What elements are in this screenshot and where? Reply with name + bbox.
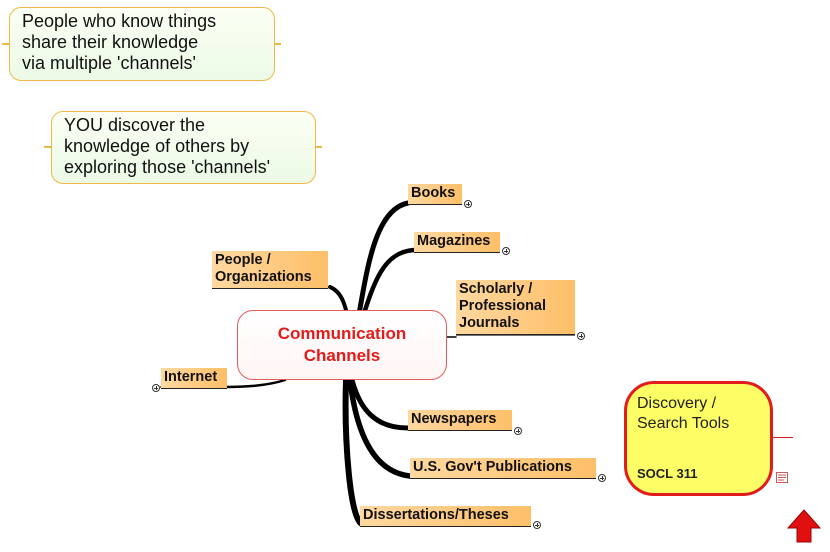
plus-circle-icon[interactable]	[533, 521, 541, 529]
discovery-title: Discovery / Search Tools	[637, 395, 730, 432]
callout-tick	[2, 43, 9, 45]
plus-circle-icon[interactable]	[577, 332, 585, 340]
plus-circle-icon[interactable]	[502, 247, 510, 255]
discovery-search-tools-node[interactable]: Discovery / Search Tools SOCL 311	[624, 381, 773, 496]
plus-circle-icon[interactable]	[152, 384, 160, 392]
node-scholarly-journals[interactable]: Scholarly / Professional Journals	[456, 280, 575, 335]
node-gov-publications[interactable]: U.S. Gov't Publications	[410, 458, 596, 479]
callout-tick	[315, 146, 322, 148]
connector-govpubs	[347, 377, 413, 479]
callout-tick	[44, 146, 51, 148]
node-magazines[interactable]: Magazines	[414, 232, 500, 253]
plus-circle-icon[interactable]	[514, 427, 522, 435]
course-label: SOCL 311	[637, 466, 698, 481]
up-arrow-icon[interactable]	[786, 508, 822, 544]
node-people-organizations[interactable]: People / Organizations	[212, 251, 328, 289]
node-dissertations-theses[interactable]: Dissertations/Theses	[360, 506, 531, 527]
central-topic-label: Communication Channels	[277, 324, 407, 365]
link-line	[773, 437, 793, 438]
connector-newspapers	[349, 377, 411, 431]
callout-tick	[274, 43, 281, 45]
node-newspapers[interactable]: Newspapers	[408, 410, 512, 431]
callout-knowledge-sharing: People who know things share their knowl…	[9, 7, 275, 81]
central-topic[interactable]: Communication Channels	[237, 310, 447, 380]
callout-discover-knowledge: YOU discover the knowledge of others by …	[51, 111, 316, 184]
plus-circle-icon[interactable]	[464, 200, 472, 208]
node-books[interactable]: Books	[408, 184, 462, 205]
connector-internet	[224, 378, 287, 389]
node-internet[interactable]: Internet	[161, 368, 227, 389]
connector-dissertations	[342, 377, 365, 527]
plus-circle-icon[interactable]	[598, 474, 606, 482]
notes-icon[interactable]	[776, 472, 788, 483]
